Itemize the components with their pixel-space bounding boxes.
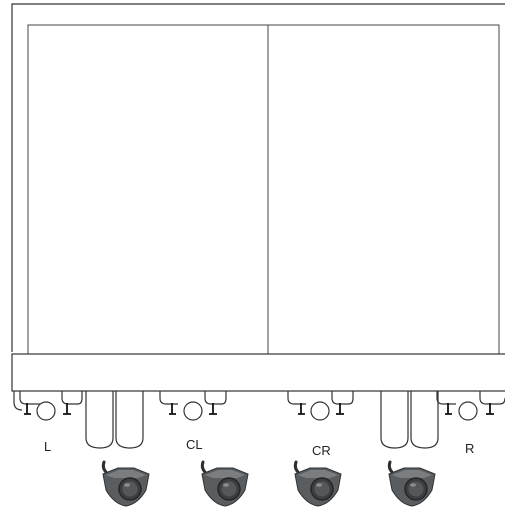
sensor-mount-left bbox=[19, 391, 83, 421]
sensor-heads bbox=[101, 460, 436, 507]
sensor-head-icon bbox=[387, 460, 436, 507]
label-center-right: CR bbox=[312, 443, 331, 458]
pipe-pair-left bbox=[85, 391, 144, 449]
label-left: L bbox=[44, 439, 51, 454]
inner-panel bbox=[27, 24, 500, 355]
pipe-pair-right bbox=[380, 391, 439, 449]
bumper-left-return bbox=[13, 391, 23, 411]
sensor-head-icon bbox=[200, 460, 249, 507]
sensor-head-icon bbox=[101, 460, 150, 507]
label-center-left: CL bbox=[186, 437, 203, 452]
sensor-mount-center-right bbox=[287, 391, 354, 421]
sensor-mount-center-left bbox=[159, 391, 227, 421]
bumper-bar bbox=[11, 353, 505, 392]
label-right: R bbox=[465, 441, 474, 456]
outer-frame bbox=[11, 3, 505, 352]
sensor-head-icon bbox=[293, 460, 342, 507]
bumper bbox=[11, 353, 505, 411]
sensor-mount-right bbox=[436, 391, 505, 421]
vehicle-rear-frame bbox=[11, 3, 505, 355]
